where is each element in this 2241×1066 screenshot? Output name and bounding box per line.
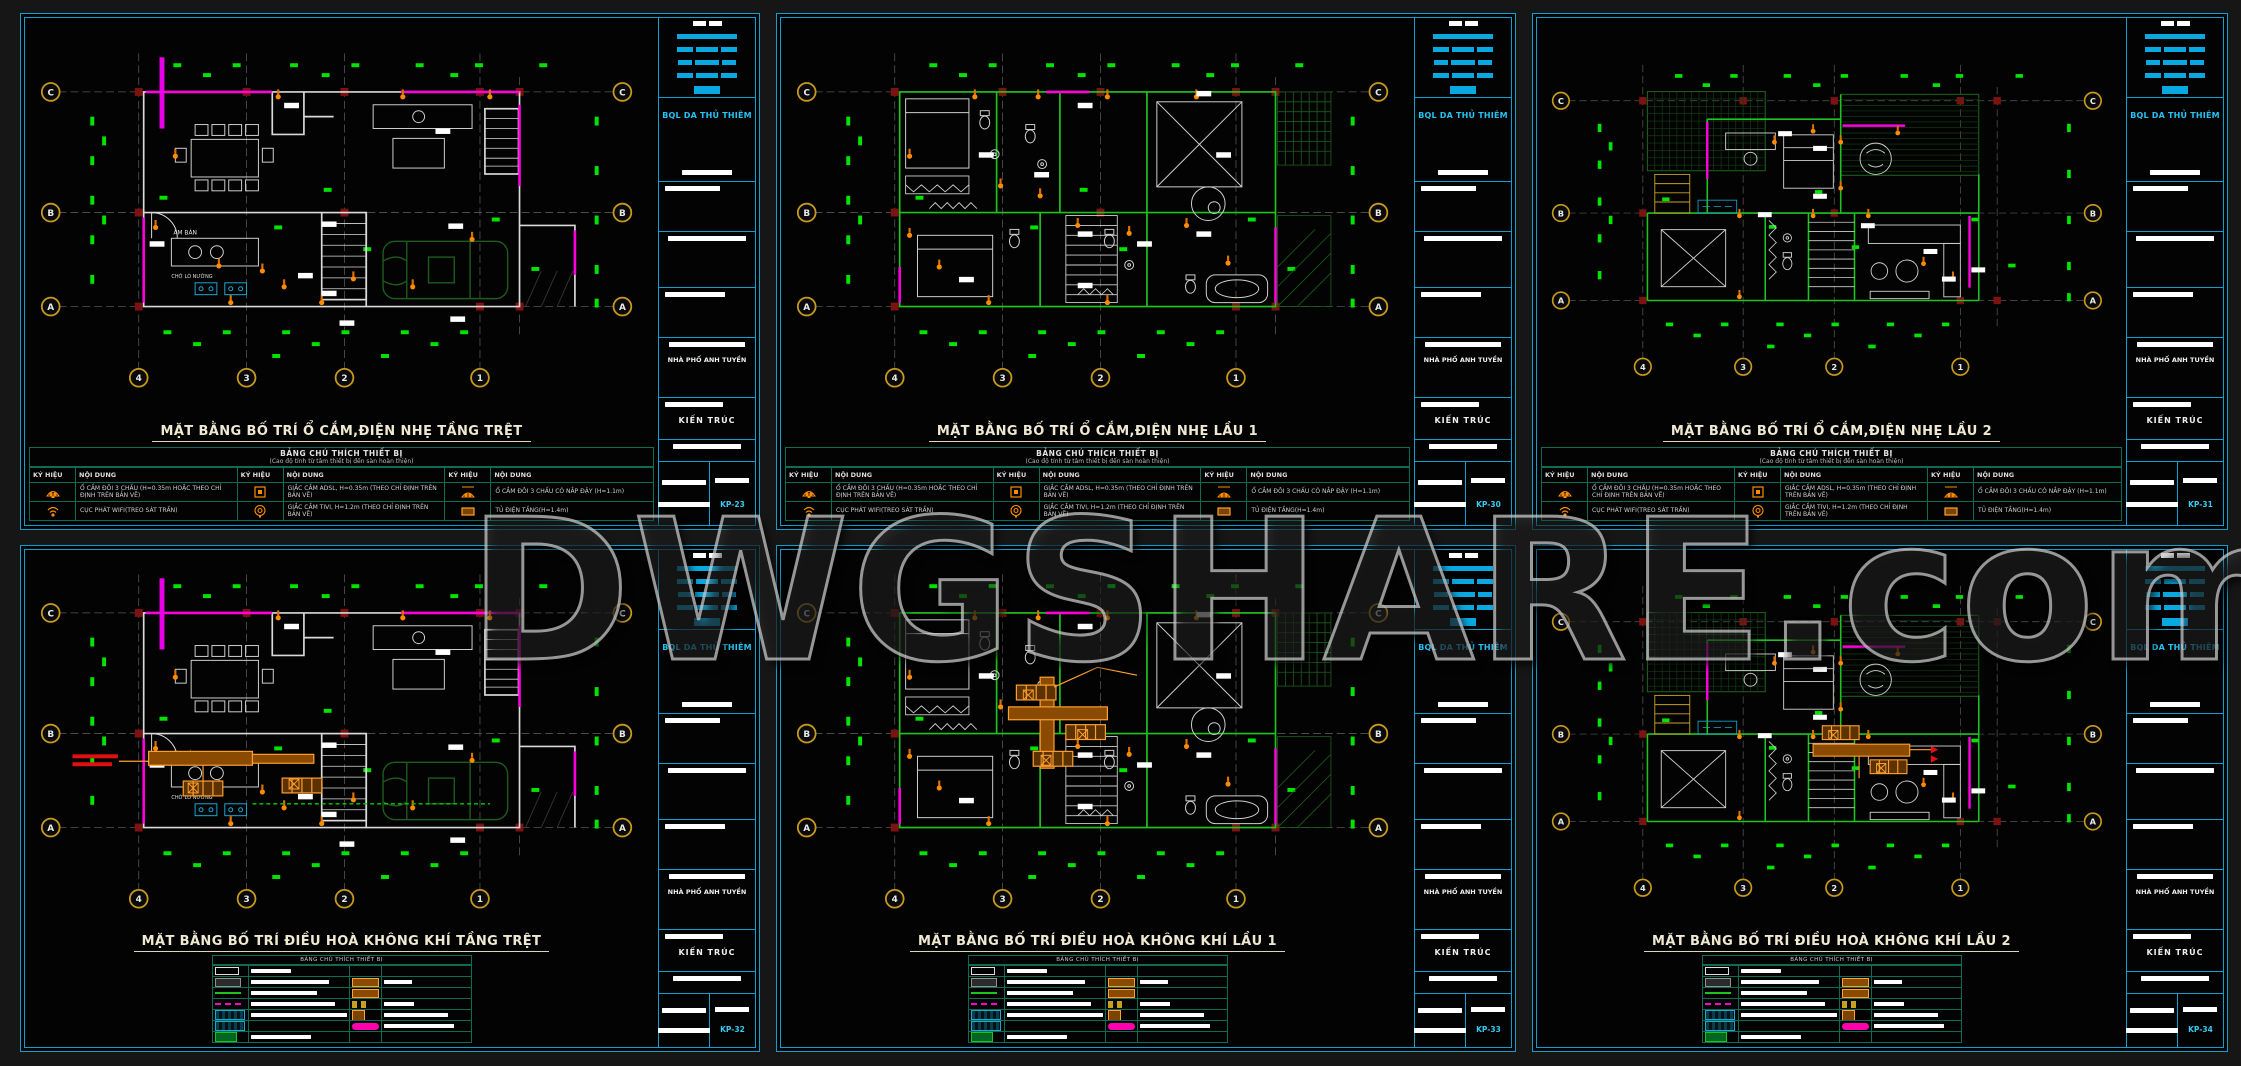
discipline-label: KIẾN TRÚC (678, 948, 736, 957)
title-block: BQL DA THỦ THIÊM NHÀ PHỐ ANH TUYỀN KIẾN … (1413, 550, 1511, 1047)
sheet-number: KP-33 (1476, 1025, 1501, 1034)
sheet-power-floor2[interactable]: MẶT BẰNG BỐ TRÍ Ổ CẮM,ĐIỆN NHẸ LẦU 2 BẢN… (1532, 13, 2228, 530)
hvac-legend-table: BẢNG CHÚ THÍCH THIẾT BỊ (211, 955, 472, 1043)
company-name: BQL DA THỦ THIÊM (662, 643, 752, 652)
company-name: BQL DA THỦ THIÊM (2130, 111, 2220, 120)
floor-plan-floor1-power (781, 18, 1414, 421)
title-block: BQL DA THỦ THIÊM NHÀ PHỐ ANH TUYỀN KIẾN … (2125, 18, 2223, 525)
hvac-ducts-overlay (72, 751, 489, 803)
floor-plan-floor1-hvac (781, 550, 1414, 931)
adsl-jack-icon (993, 482, 1040, 501)
sheet-number: KP-23 (720, 499, 745, 509)
company-name: BQL DA THỦ THIÊM (1418, 643, 1508, 652)
sheet-title: MẶT BẰNG BỐ TRÍ Ổ CẮM,ĐIỆN NHẸ LẦU 2 (1662, 424, 2001, 442)
hvac-ducts-overlay (1008, 667, 1137, 768)
project-name: NHÀ PHỐ ANH TUYỀN (667, 888, 747, 896)
device-legend-table: BẢNG CHÚ THÍCH THIẾT BỊ (Cao độ tính từ … (1541, 447, 2122, 521)
project-name: NHÀ PHỐ ANH TUYỀN (1423, 888, 1503, 896)
socket-capped-icon (1201, 482, 1248, 501)
floor-plan-floor2-power (1537, 18, 2126, 421)
sheet-number: KP-32 (720, 1025, 745, 1034)
sheet-power-ground[interactable]: MẶT BẰNG BỐ TRÍ Ổ CẮM,ĐIỆN NHẸ TẦNG TRỆT… (20, 13, 760, 530)
socket-3pin-icon (786, 482, 832, 501)
wifi-ap-icon (30, 501, 76, 520)
device-legend-table: BẢNG CHÚ THÍCH THIẾT BỊ (Cao độ tính từ … (785, 447, 1410, 521)
socket-3pin-icon (30, 482, 76, 501)
panel-box-icon (1201, 501, 1248, 520)
floor-plan-ground-power (25, 18, 658, 421)
sheet-number: KP-34 (2188, 1025, 2213, 1034)
legend-subtitle: (Cao độ tính từ tâm thiết bị đến sàn hoà… (269, 458, 414, 465)
sheet-hvac-ground[interactable]: MẶT BẰNG BỐ TRÍ ĐIỀU HOÀ KHÔNG KHÍ TẦNG … (20, 545, 760, 1052)
adsl-jack-icon (237, 482, 284, 501)
discipline-label: KIẾN TRÚC (2146, 948, 2204, 957)
sheet-power-floor1[interactable]: MẶT BẰNG BỐ TRÍ Ổ CẮM,ĐIỆN NHẸ LẦU 1 BẢN… (776, 13, 1516, 530)
project-name: NHÀ PHỐ ANH TUYỀN (2135, 356, 2215, 364)
sheet-hvac-floor1[interactable]: MẶT BẰNG BỐ TRÍ ĐIỀU HOÀ KHÔNG KHÍ LẦU 1… (776, 545, 1516, 1052)
title-block: BQL DA THỦ THIÊM NHÀ PHỐ ANH TUYỀN KIẾN … (657, 550, 755, 1047)
tv-jack-icon (1735, 501, 1781, 520)
panel-box-icon (1928, 501, 1974, 520)
sheet-title: MẶT BẰNG BỐ TRÍ Ổ CẮM,ĐIỆN NHẸ LẦU 1 (928, 424, 1267, 442)
sheet-title: MẶT BẰNG BỐ TRÍ ĐIỀU HOÀ KHÔNG KHÍ TẦNG … (133, 934, 550, 952)
discipline-label: KIẾN TRÚC (678, 416, 736, 425)
discipline-label: KIẾN TRÚC (1434, 948, 1492, 957)
title-block: BQL DA THỦ THIÊM NHÀ PHỐ ANH TUYỀN KIẾN … (657, 18, 755, 525)
hvac-legend-table: BẢNG CHÚ THÍCH THIẾT BỊ (967, 955, 1228, 1043)
tv-jack-icon (993, 501, 1040, 520)
adsl-jack-icon (1735, 482, 1781, 501)
project-name: NHÀ PHỐ ANH TUYỀN (1423, 356, 1503, 364)
title-block: BQL DA THỦ THIÊM NHÀ PHỐ ANH TUYỀN KIẾN … (2125, 550, 2223, 1047)
discipline-label: KIẾN TRÚC (2146, 416, 2204, 425)
title-block-logo-grid (659, 18, 755, 98)
wifi-ap-icon (786, 501, 832, 520)
company-name: BQL DA THỦ THIÊM (1418, 111, 1508, 120)
floor-plan-ground-hvac (25, 550, 658, 931)
sheet-title: MẶT BẰNG BỐ TRÍ Ổ CẮM,ĐIỆN NHẸ TẦNG TRỆT (152, 424, 531, 442)
company-name: BQL DA THỦ THIÊM (662, 111, 752, 120)
project-name: NHÀ PHỐ ANH TUYỀN (667, 356, 747, 364)
sheet-hvac-floor2[interactable]: MẶT BẰNG BỐ TRÍ ĐIỀU HOÀ KHÔNG KHÍ LẦU 2… (1532, 545, 2228, 1052)
discipline-label: KIẾN TRÚC (1434, 416, 1492, 425)
tv-jack-icon (237, 501, 284, 520)
device-legend-table: BẢNG CHÚ THÍCH THIẾT BỊ (Cao độ tính từ … (29, 447, 654, 521)
socket-capped-icon (1928, 482, 1974, 501)
hvac-legend-table: BẢNG CHÚ THÍCH THIẾT BỊ (1701, 955, 1962, 1043)
legend-title: BẢNG CHÚ THÍCH THIẾT BỊ (280, 449, 403, 458)
project-name: NHÀ PHỐ ANH TUYỀN (2135, 888, 2215, 896)
panel-box-icon (445, 501, 492, 520)
sheet-title: MẶT BẰNG BỐ TRÍ ĐIỀU HOÀ KHÔNG KHÍ LẦU 2 (1644, 934, 2019, 952)
socket-3pin-icon (1542, 482, 1588, 501)
floor-plan-floor2-hvac (1537, 550, 2126, 931)
sheet-number: KP-31 (2188, 499, 2213, 509)
socket-capped-icon (445, 482, 492, 501)
sheet-title: MẶT BẰNG BỐ TRÍ ĐIỀU HOÀ KHÔNG KHÍ LẦU 1 (910, 934, 1285, 952)
sheet-number: KP-30 (1476, 499, 1501, 509)
wifi-ap-icon (1542, 501, 1588, 520)
company-name: BQL DA THỦ THIÊM (2130, 643, 2220, 652)
title-block: BQL DA THỦ THIÊM NHÀ PHỐ ANH TUYỀN KIẾN … (1413, 18, 1511, 525)
